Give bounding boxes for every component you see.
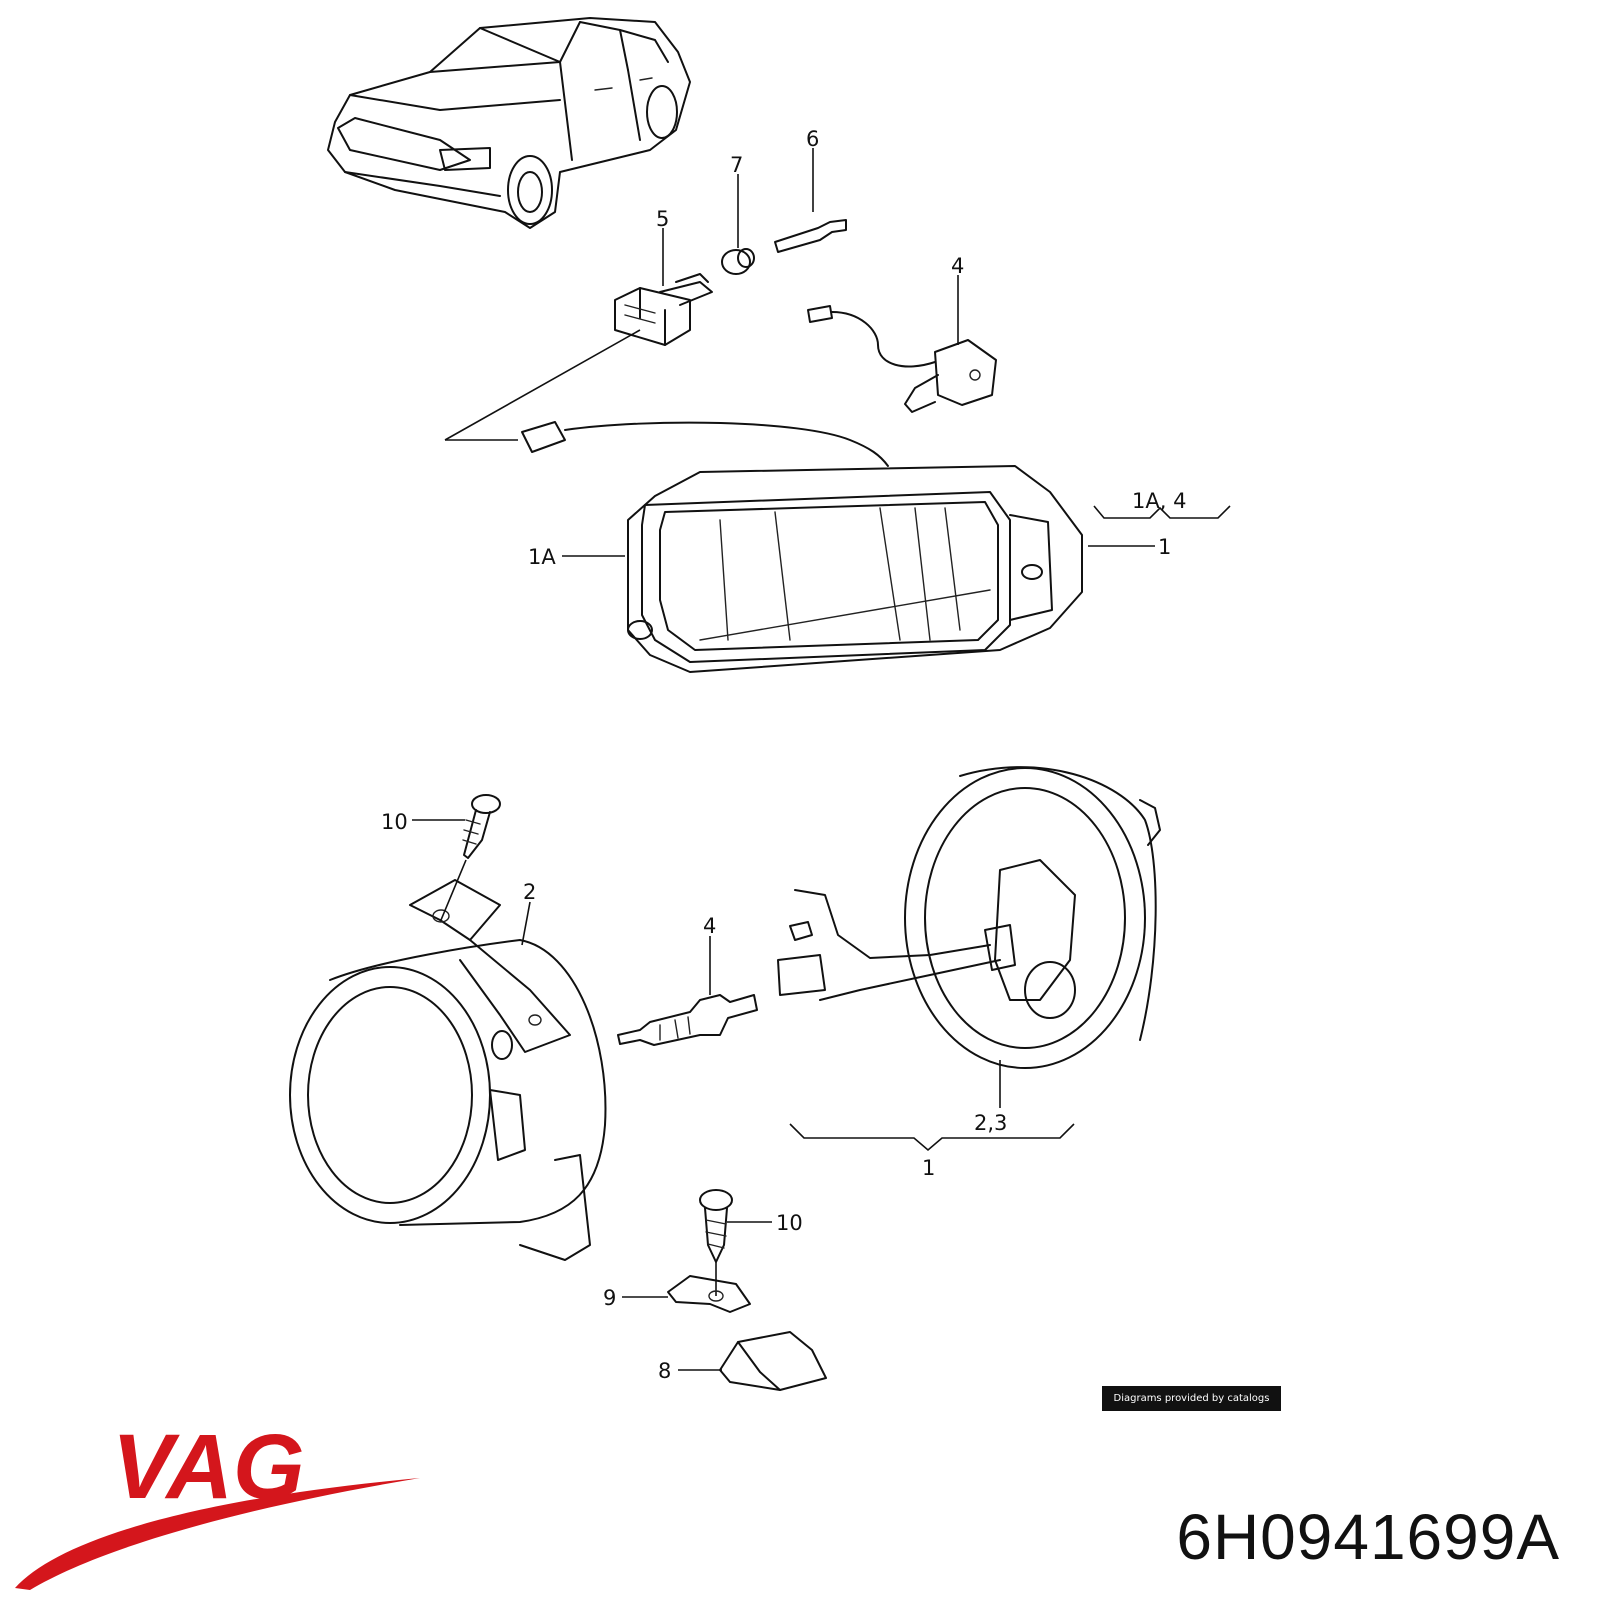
leader-lines — [412, 148, 1231, 1371]
bulb-with-lead — [807, 305, 997, 413]
connector-housing — [614, 273, 713, 346]
callout-1a: 1A — [528, 545, 556, 569]
callout-2-3: 2,3 — [974, 1111, 1007, 1135]
brand-logo-text: VAG — [112, 1416, 305, 1518]
callout-7: 7 — [730, 153, 743, 177]
callout-4-mid: 4 — [703, 914, 716, 938]
callout-5: 5 — [656, 207, 669, 231]
car-illustration — [327, 17, 691, 229]
diagram-credit: Diagrams provided by catalogs parts — [1102, 1386, 1281, 1429]
brand-logo: VAG — [15, 1416, 420, 1590]
bulb-socket-small — [721, 248, 755, 275]
terminal-pin — [774, 219, 847, 253]
lamp-back-cover — [777, 766, 1161, 1069]
callout-10-upper: 10 — [381, 810, 408, 834]
callout-1a-4: 1A, 4 — [1132, 489, 1186, 513]
screw-upper — [440, 794, 501, 921]
callout-1-top: 1 — [1158, 535, 1171, 559]
h1-bulb — [617, 994, 758, 1046]
callout-8: 8 — [658, 1359, 671, 1383]
callout-1-bottom: 1 — [922, 1156, 935, 1180]
cover-cap — [719, 1331, 827, 1391]
screw-lower — [699, 1189, 733, 1296]
callout-10-lower: 10 — [776, 1211, 803, 1235]
callout-4-top: 4 — [951, 254, 964, 278]
rectangular-fog-lamp — [627, 465, 1083, 673]
callout-9: 9 — [603, 1286, 616, 1310]
part-number: 6H0941699A — [1176, 1501, 1560, 1573]
callout-2: 2 — [523, 880, 536, 904]
round-fog-lamp-housing — [289, 879, 607, 1261]
callout-6: 6 — [806, 127, 819, 151]
lamp-wiring — [444, 329, 889, 467]
clip-nut — [667, 1275, 751, 1313]
